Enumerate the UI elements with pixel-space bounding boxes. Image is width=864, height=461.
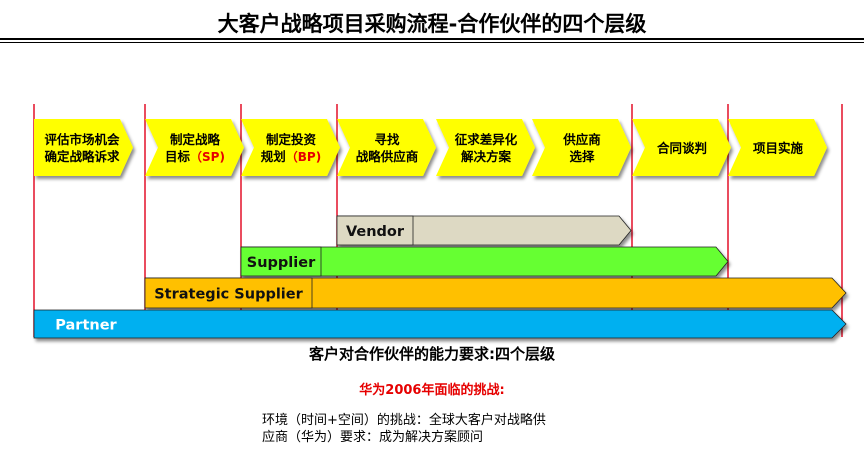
stage-label-line: 解决方案 [461, 149, 512, 164]
stage-chevron [145, 119, 244, 176]
title-rule-thin [0, 42, 864, 43]
stage-label-line: 规划（BP) [261, 149, 321, 164]
page-title: 大客户战略项目采购流程-合作伙伴的四个层级 [217, 12, 647, 36]
stage-chevron [728, 119, 827, 176]
stage-chevron [337, 119, 436, 176]
tier-supplier: Supplier [240, 246, 729, 277]
stage-label-line: 目标（SP) [165, 149, 225, 164]
title-rule-thick [0, 38, 864, 40]
stage-label-line: 项目实施 [753, 141, 804, 156]
stage-chevron [632, 119, 731, 176]
challenge-line-1: 环境（时间+空间）的挑战：全球大客户对战略供 [262, 413, 546, 428]
challenge-line-2: 应商（华为）要求：成为解决方案顾问 [262, 430, 484, 445]
tier-label-box [240, 246, 322, 277]
stage-label-line: 战略供应商 [356, 149, 419, 164]
tier-label-box [336, 215, 414, 246]
stage-chevron [241, 119, 340, 176]
stage-label-line: 确定战略诉求 [44, 149, 120, 164]
capability-caption: 客户对合作伙伴的能力要求:四个层级 [308, 345, 555, 363]
stage-chevron [532, 119, 631, 176]
tier-strategic-supplier: Strategic Supplier [144, 277, 847, 309]
stage-8: 项目实施 [728, 119, 827, 176]
tier-label: Partner [55, 318, 117, 334]
stage-label-line: 评估市场机会 [44, 132, 120, 147]
stage-chevron [436, 119, 535, 176]
stage-label-line: 征求差异化 [455, 132, 518, 147]
stage-label-line: 制定战略 [170, 132, 221, 147]
stage-label-line: 制定投资 [266, 132, 317, 147]
tier-vendor: Vendor [336, 215, 632, 246]
stage-chevron [34, 119, 133, 176]
tier-label-box [144, 277, 313, 309]
challenge-title: 华为2006年面临的挑战: [359, 383, 505, 398]
stage-7: 合同谈判 [632, 119, 731, 176]
stage-tag: （SP) [190, 149, 225, 164]
stage-label-line: 合同谈判 [657, 141, 707, 156]
tier-partner: Partner [33, 309, 847, 339]
stage-tag: （BP) [286, 149, 321, 164]
stage-label-line: 寻找 [374, 132, 400, 147]
tier-label: Vendor [346, 224, 405, 240]
tier-label: Supplier [247, 255, 316, 271]
challenge-text: 环境（时间+空间）的挑战：全球大客户对战略供 应商（华为）要求：成为解决方案顾问 [262, 412, 682, 446]
tier-label: Strategic Supplier [154, 287, 303, 303]
tier-arrow [33, 309, 847, 339]
stage-label-line: 选择 [569, 149, 595, 164]
stage-label-line: 供应商 [562, 132, 601, 147]
